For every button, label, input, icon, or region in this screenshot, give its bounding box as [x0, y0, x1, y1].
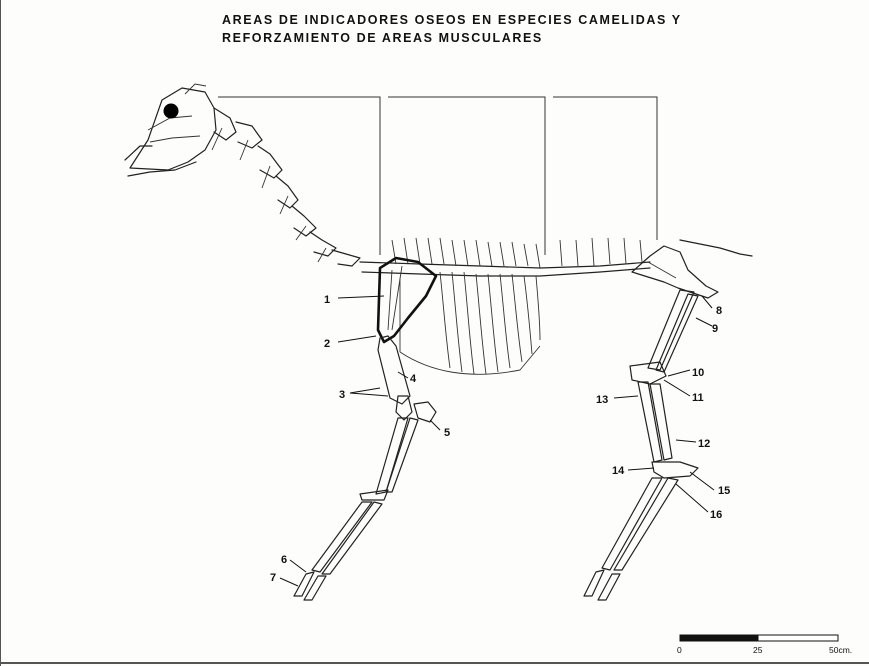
scale-bar-filled-segment	[680, 635, 758, 641]
phalanges-hind-1	[584, 570, 604, 596]
metatarsus	[602, 478, 662, 570]
measurement-boxes	[218, 97, 657, 255]
stifle	[630, 362, 666, 384]
label-14: 14	[612, 465, 625, 477]
measurement-box-3	[553, 97, 657, 240]
label-7: 7	[270, 572, 276, 584]
cervical-vertebrae	[212, 108, 360, 266]
metacarpus	[312, 502, 372, 572]
label-15: 15	[718, 485, 730, 497]
carpus	[360, 490, 388, 500]
label-8: 8	[716, 305, 722, 317]
pelvis	[632, 246, 718, 298]
label-9: 9	[712, 323, 718, 335]
label-13: 13	[596, 394, 608, 406]
label-4: 4	[410, 373, 417, 385]
phalanges-front-1	[294, 572, 314, 596]
scale-bar: 0 25 50cm.	[677, 635, 852, 655]
measurement-box-2	[388, 97, 545, 255]
scale-tick-50cm: 50cm.	[829, 645, 852, 655]
label-12: 12	[698, 438, 710, 450]
label-2: 2	[324, 338, 330, 350]
hindleg	[584, 290, 698, 600]
phalanges-hind-2	[598, 574, 620, 600]
tibia	[638, 382, 662, 462]
scale-tick-0: 0	[677, 645, 682, 655]
label-1: 1	[324, 294, 330, 306]
eye-orbit-marker	[164, 104, 179, 119]
humerus	[378, 336, 410, 404]
label-10: 10	[692, 367, 704, 379]
spine	[360, 238, 752, 276]
scale-tick-25: 25	[753, 645, 763, 655]
bone-labels: 1 2 3 4 5 6 7 8 9 10 11 13 12 14 15 16	[270, 294, 730, 584]
femur	[648, 290, 694, 370]
rib-cage	[400, 272, 540, 374]
radius-ulna	[376, 418, 408, 494]
elbow	[396, 396, 412, 420]
phalanges-front-2	[304, 576, 326, 600]
scale-bar-empty-segment	[758, 635, 838, 641]
label-11: 11	[692, 392, 704, 404]
olecranon	[414, 402, 436, 422]
scapula	[378, 258, 436, 342]
label-6: 6	[281, 554, 287, 566]
label-3: 3	[339, 389, 345, 401]
tarsus	[652, 462, 698, 478]
skull	[125, 84, 216, 176]
label-5: 5	[444, 427, 450, 439]
label-16: 16	[710, 509, 722, 521]
